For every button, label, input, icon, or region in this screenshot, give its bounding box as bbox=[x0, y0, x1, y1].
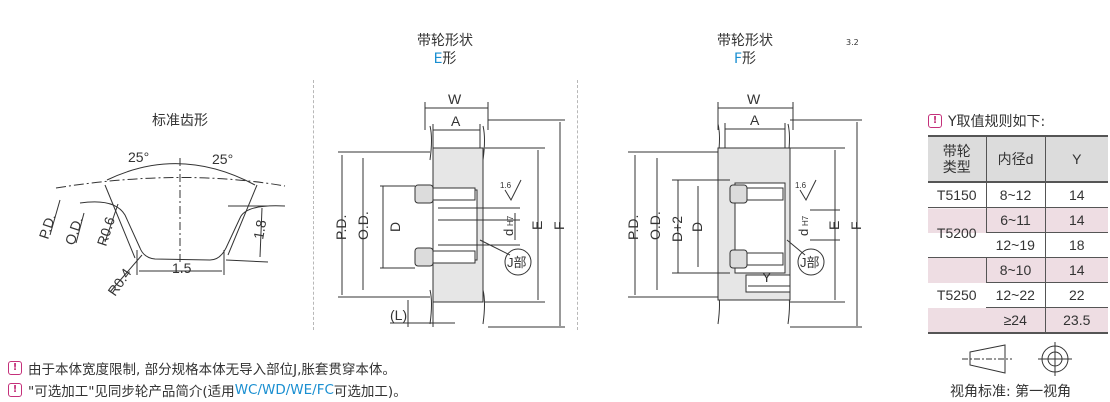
table-row: T5150 8~12 14 bbox=[928, 182, 1108, 208]
f-f-label: F bbox=[848, 221, 864, 230]
f-y-label: Y bbox=[762, 269, 772, 285]
f-bore-label: d bbox=[796, 229, 811, 236]
first-angle-projection-icon bbox=[962, 342, 1072, 376]
header-pulley-type: 带轮类型 bbox=[928, 135, 986, 183]
f-od-label: O.D. bbox=[647, 211, 663, 240]
angle-left-label: 25° bbox=[128, 149, 149, 165]
f-type-title: 带轮形状 F形 bbox=[700, 32, 790, 68]
divider-left bbox=[313, 80, 314, 330]
e-w-label: W bbox=[448, 91, 462, 107]
f-type-heading: 带轮形状 bbox=[717, 33, 773, 49]
header-y: Y bbox=[1044, 135, 1108, 183]
warning-icon: ! bbox=[8, 361, 22, 375]
tooth-outline bbox=[79, 201, 286, 261]
e-type-title: 带轮形状 E形 bbox=[400, 32, 490, 68]
warning-icon: ! bbox=[8, 383, 22, 397]
e-a-label: A bbox=[451, 113, 461, 129]
f-e-label: E bbox=[826, 221, 842, 230]
e-pd-label: P.D. bbox=[333, 215, 349, 240]
f-pd-label: P.D. bbox=[625, 215, 641, 240]
projection-label: 视角标准: 第一视角 bbox=[950, 384, 1072, 400]
tooth-profile-drawing: 25° 25° 1.5 1.8 P.D. O.D. R0.6 R0.4 bbox=[36, 149, 286, 299]
table-row: T5250 8~10 14 bbox=[928, 257, 1108, 333]
f-type-drawing: W A P.D. O.D. D+2 D E F J部 Y 1.6 d H7 bbox=[625, 91, 864, 328]
y-table-caption-text: Y取值规则如下: bbox=[948, 114, 1046, 130]
warning-icon: ! bbox=[928, 114, 942, 128]
e-bore-label: d bbox=[501, 229, 516, 236]
f-w-label: W bbox=[747, 91, 761, 107]
width-label: 1.5 bbox=[172, 260, 192, 276]
e-j-label: J部 bbox=[507, 255, 527, 270]
e-bore-tol: H7 bbox=[506, 215, 515, 226]
note-1: ! 由于本体宽度限制, 部分规格本体无导入部位J,胀套贯穿本体。 bbox=[8, 357, 396, 379]
pd-label: P.D. bbox=[36, 212, 59, 241]
f-d-label: D bbox=[689, 222, 705, 232]
depth-label: 1.8 bbox=[250, 218, 269, 240]
flank-line-right bbox=[227, 184, 258, 256]
f-roughness-label: 1.6 bbox=[795, 181, 807, 190]
e-l-label: (L) bbox=[390, 307, 407, 323]
e-type-heading: 带轮形状 bbox=[417, 33, 473, 49]
e-type-suffix: 形 bbox=[442, 51, 457, 67]
od-label: O.D. bbox=[62, 215, 86, 247]
angle-right-label: 25° bbox=[212, 151, 233, 167]
e-type-drawing: W A P.D. O.D. D E F J部 (L) 1.6 d H7 bbox=[333, 91, 567, 328]
e-e-label: E bbox=[529, 221, 545, 230]
f-type-suffix: 形 bbox=[742, 51, 757, 67]
y-table: 带轮类型 内径d Y T5150 8~12 14 T5200 6~11 14 1… bbox=[928, 135, 1108, 334]
flank-line-left bbox=[104, 184, 136, 259]
header-bore: 内径d bbox=[985, 135, 1045, 183]
e-f-label: F bbox=[551, 221, 567, 230]
table-row: T5200 6~11 14 bbox=[928, 207, 1108, 258]
f-d2-label: D+2 bbox=[669, 216, 685, 242]
f-a-label: A bbox=[750, 112, 760, 128]
e-od-label: O.D. bbox=[355, 211, 371, 240]
e-d-label: D bbox=[387, 222, 403, 232]
divider-middle bbox=[577, 80, 578, 330]
f-type-letter: F bbox=[733, 51, 743, 67]
general-roughness-symbol: 3.2 bbox=[846, 38, 859, 47]
r-top-label: R0.6 bbox=[94, 215, 118, 248]
e-type-letter: E bbox=[433, 51, 443, 67]
angle-arc bbox=[106, 163, 256, 186]
standard-profile-title: 标准齿形 bbox=[152, 113, 208, 129]
e-roughness-label: 1.6 bbox=[500, 181, 512, 190]
pitch-line bbox=[55, 177, 286, 189]
f-bore-tol: H7 bbox=[801, 215, 810, 226]
r-bottom-label: R0.4 bbox=[104, 265, 134, 299]
y-table-caption: ! Y取值规则如下: bbox=[928, 111, 1045, 131]
optional-processing-link[interactable]: WC/WD/WE/FC bbox=[234, 382, 334, 398]
f-j-label: J部 bbox=[800, 255, 820, 270]
